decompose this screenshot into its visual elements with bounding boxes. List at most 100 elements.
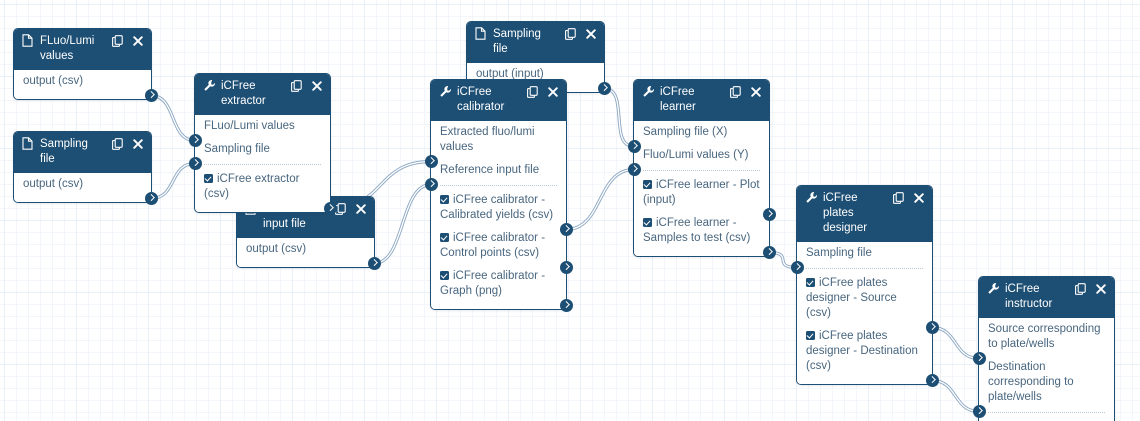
node-header-actions (892, 191, 925, 205)
wrench-icon (805, 191, 818, 206)
output-label: iCFree calibrator - Calibrated yields (c… (440, 194, 554, 221)
close-icon[interactable] (311, 79, 323, 93)
duplicate-icon[interactable] (111, 137, 123, 151)
output-port[interactable] (323, 202, 337, 215)
input-port[interactable] (790, 261, 804, 274)
input-port[interactable] (972, 352, 986, 365)
input-port[interactable] (188, 134, 202, 147)
node-header[interactable]: iCFree learner (634, 80, 769, 121)
output-row[interactable]: iCFree calibrator - Calibrated yields (c… (431, 189, 573, 236)
output-port[interactable] (762, 208, 776, 221)
io-separator (440, 185, 557, 186)
output-row[interactable]: iCFree calibrator - Graph (png) (431, 265, 573, 312)
output-port[interactable] (762, 246, 776, 259)
edge-core (373, 183, 432, 265)
output-port[interactable] (144, 192, 158, 205)
node-sampling-file-left[interactable]: Sampling file output (csv) (13, 131, 158, 205)
node-header[interactable]: iCFree instructor (979, 277, 1114, 318)
close-icon[interactable] (132, 34, 144, 48)
input-label: Sampling file (806, 247, 872, 259)
close-icon[interactable] (132, 137, 144, 151)
checkbox-checked-icon[interactable] (643, 180, 652, 189)
input-row[interactable]: Extracted fluo/lumi values (424, 121, 566, 168)
input-row[interactable]: Sampling file (188, 138, 330, 170)
input-port[interactable] (627, 163, 641, 176)
output-row[interactable]: iCFree plates designer - Source (csv) (797, 272, 939, 334)
input-label: Fluo/Lumi values (Y) (643, 149, 749, 161)
node-body: output (csv) (14, 70, 158, 102)
duplicate-icon[interactable] (564, 27, 576, 41)
input-row[interactable]: Sampling file (X) (627, 121, 769, 153)
close-icon[interactable] (750, 85, 762, 99)
input-port[interactable] (627, 140, 641, 153)
io-separator (204, 164, 321, 165)
output-row[interactable]: iCFree learner - Plot (input) (634, 174, 776, 221)
checkbox-checked-icon[interactable] (806, 278, 815, 287)
close-icon[interactable] (355, 202, 367, 216)
file-icon (22, 34, 35, 49)
checkbox-checked-icon[interactable] (440, 271, 449, 280)
input-row[interactable]: FLuo/Lumi values (188, 115, 330, 147)
node-header[interactable]: FLuo/Lumi values (14, 29, 151, 70)
output-port[interactable] (925, 374, 939, 387)
output-port[interactable] (925, 321, 939, 334)
checkbox-checked-icon[interactable] (440, 195, 449, 204)
checkbox-checked-icon[interactable] (204, 174, 213, 183)
output-label: output (csv) (23, 178, 84, 190)
input-row[interactable]: Source corresponding to plate/wells (972, 318, 1114, 365)
node-title: FLuo/Lumi values (40, 35, 95, 62)
output-port[interactable] (367, 257, 381, 270)
input-row[interactable]: Sampling file (790, 242, 932, 274)
duplicate-icon[interactable] (892, 191, 904, 205)
output-port[interactable] (597, 82, 611, 95)
node-header[interactable]: iCFree calibrator (431, 80, 566, 121)
close-icon[interactable] (913, 191, 925, 205)
input-row[interactable]: Fluo/Lumi values (Y) (627, 144, 769, 176)
output-row[interactable]: iCFree calibrator - Control points (csv) (431, 227, 573, 274)
output-port[interactable] (559, 299, 573, 312)
duplicate-icon[interactable] (526, 85, 538, 99)
output-row[interactable]: iCFree plates designer - Destination (cs… (797, 325, 939, 387)
io-separator (988, 412, 1105, 413)
output-row[interactable]: iCFree instructor - Instructions (input) (979, 416, 1114, 421)
node-header[interactable]: iCFree plates designer (797, 186, 932, 242)
output-port[interactable] (559, 223, 573, 236)
input-port[interactable] (424, 178, 438, 191)
output-row[interactable]: iCFree learner - Samples to test (csv) (634, 212, 776, 259)
output-port[interactable] (144, 89, 158, 102)
input-port[interactable] (188, 157, 202, 170)
node-header[interactable]: Sampling file (14, 132, 151, 173)
input-port[interactable] (424, 155, 438, 168)
checkbox-checked-icon[interactable] (643, 218, 652, 227)
input-row[interactable]: Destination corresponding to plate/wells (972, 356, 1114, 418)
checkbox-checked-icon[interactable] (806, 331, 815, 340)
close-icon[interactable] (1095, 282, 1107, 296)
duplicate-icon[interactable] (111, 34, 123, 48)
duplicate-icon[interactable] (290, 79, 302, 93)
node-title: iCFree learner (660, 86, 696, 113)
close-icon[interactable] (547, 85, 559, 99)
input-row[interactable]: Reference input file (424, 159, 566, 191)
output-row[interactable]: output (csv) (14, 173, 158, 205)
output-row[interactable]: iCFree extractor (csv) (195, 168, 337, 215)
output-label: output (csv) (23, 75, 84, 87)
output-row[interactable]: output (csv) (14, 70, 158, 102)
duplicate-icon[interactable] (729, 85, 741, 99)
output-port[interactable] (559, 261, 573, 274)
node-header[interactable]: iCFree extractor (195, 74, 330, 115)
node-fluo-lumi-values[interactable]: FLuo/Lumi values output (csv) (13, 28, 158, 102)
output-row[interactable]: output (csv) (237, 238, 381, 270)
node-header[interactable]: Sampling file (467, 22, 604, 63)
checkbox-checked-icon[interactable] (440, 233, 449, 242)
input-port[interactable] (972, 405, 986, 418)
duplicate-icon[interactable] (1074, 282, 1086, 296)
close-icon[interactable] (585, 27, 597, 41)
